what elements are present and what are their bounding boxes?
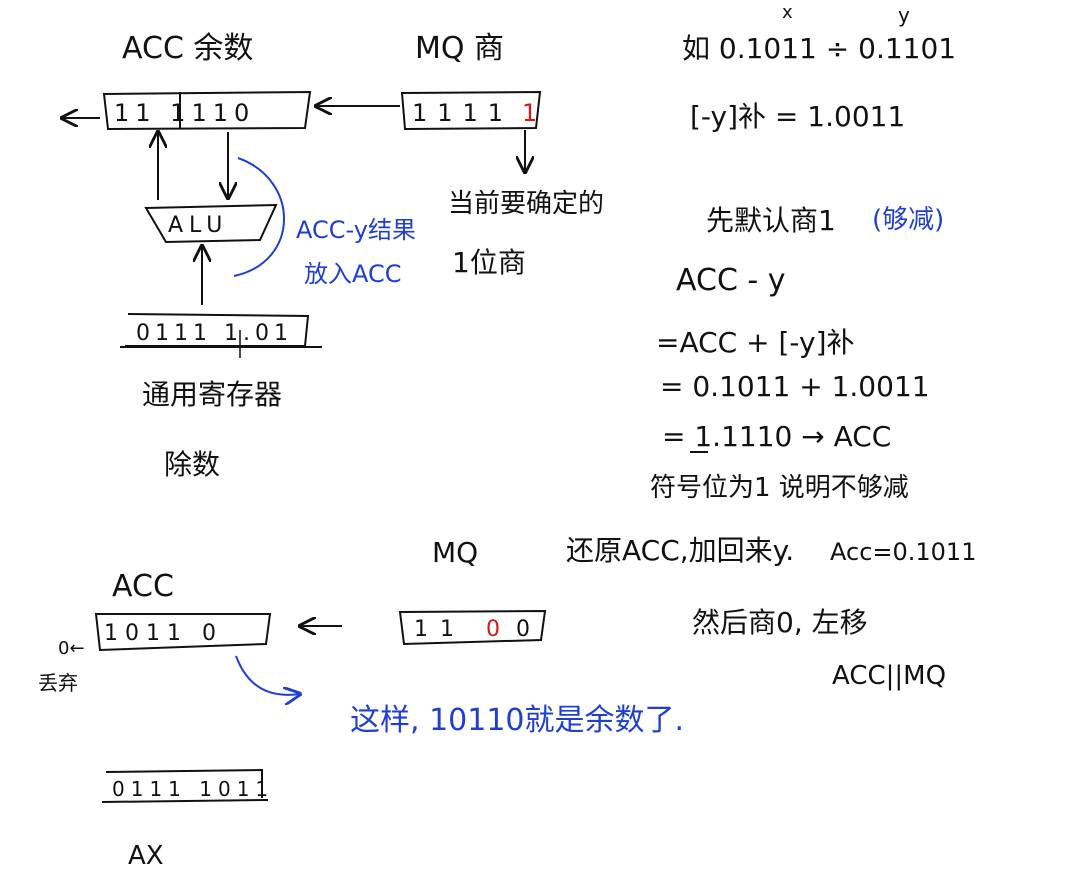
equation-line3: = 1.1110 → ACC bbox=[662, 420, 891, 453]
alu-note-line2: 放入ACC bbox=[304, 260, 402, 288]
divisor-label: 除数 bbox=[164, 448, 220, 481]
ax-register-bits: 0111 1011 bbox=[112, 777, 274, 801]
bottom-mq-register: 11 0 0 bbox=[398, 609, 547, 646]
restore-acc-note: 还原ACC,加回来y. bbox=[566, 534, 794, 567]
acc-remainder-label: ACC 余数 bbox=[122, 31, 253, 66]
divisor-register: 0111 1.01 bbox=[120, 313, 322, 358]
quotient-note-line2: 1位商 bbox=[452, 246, 526, 279]
alu-label: ALU bbox=[168, 213, 228, 238]
bottom-acc-register: 1011 0 bbox=[94, 613, 272, 652]
remainder-note: 这样, 10110就是余数了. bbox=[350, 703, 684, 738]
general-register-label: 通用寄存器 bbox=[142, 378, 282, 411]
alu-unit: ALU bbox=[144, 203, 278, 244]
equation-line1: =ACC + [-y]补 bbox=[656, 326, 855, 359]
quotient-note-line1: 当前要确定的 bbox=[448, 189, 604, 219]
bottom-acc-label: ACC bbox=[112, 569, 174, 604]
bottom-acc-bits: 1011 0 bbox=[104, 621, 223, 646]
mq-register-last-bit: 1 bbox=[522, 99, 537, 127]
remainder-arrow bbox=[235, 655, 300, 695]
mq-register-bits: 1111 bbox=[412, 99, 513, 127]
sign-bit-note: 符号位为1 说明不够减 bbox=[650, 473, 909, 503]
alu-result-curve bbox=[233, 157, 285, 277]
default-quotient-1-note: (够减) bbox=[872, 205, 944, 235]
quotient-0-shift-note: 然后商0, 左移 bbox=[692, 606, 868, 639]
example-expression: 如 0.1011 ÷ 0.1101 bbox=[682, 32, 956, 65]
bottom-mq-last-bit: 0 bbox=[516, 617, 530, 642]
var-y: y bbox=[898, 3, 910, 27]
ax-label: AX bbox=[128, 841, 164, 871]
ax-register: 0111 1011 bbox=[101, 768, 274, 803]
bottom-mq-new-bit: 0 bbox=[486, 617, 500, 642]
acc-mq-label: ACC||MQ bbox=[832, 661, 946, 691]
discard-label: 丢弃 bbox=[38, 671, 78, 695]
var-x: x bbox=[782, 2, 793, 23]
acc-register: 11 1110 bbox=[102, 90, 312, 131]
alu-note-line1: ACC-y结果 bbox=[296, 216, 416, 244]
divisor-register-bits: 0111 1.01 bbox=[136, 321, 293, 346]
mq-quotient-label: MQ 商 bbox=[415, 31, 504, 66]
acc-minus-y: ACC - y bbox=[676, 263, 786, 298]
bottom-mq-bits: 11 bbox=[414, 617, 466, 642]
acc-register-bits: 11 1110 bbox=[114, 99, 255, 127]
bottom-mq-label: MQ bbox=[432, 536, 478, 569]
neg-y-complement: [-y]补 = 1.0011 bbox=[690, 100, 905, 133]
mq-register: 1111 1 bbox=[400, 90, 542, 131]
equation-line2: = 0.1011 + 1.0011 bbox=[660, 370, 930, 403]
restore-acc-value: Acc=0.1011 bbox=[830, 538, 976, 566]
shift-out-bit: 0← bbox=[58, 638, 85, 659]
default-quotient-1: 先默认商1 bbox=[706, 204, 836, 237]
